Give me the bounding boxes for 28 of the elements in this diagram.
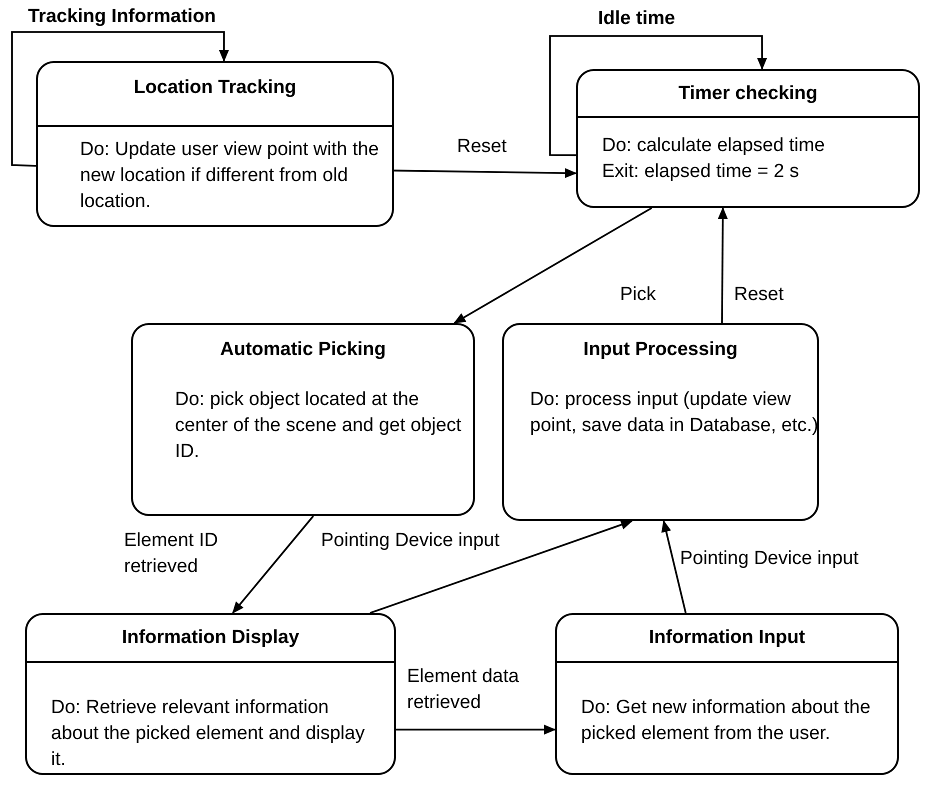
state-box	[502, 323, 819, 521]
state-name: Location Tracking	[132, 77, 298, 99]
state-name: Input Processing	[582, 339, 739, 361]
transition-arrow	[661, 520, 687, 614]
state-activity: Do: pick object located at the center of the scene and get object ID.	[175, 388, 462, 464]
transition-arrow	[370, 520, 633, 614]
transition-arrow	[454, 207, 652, 324]
state-name: Timer checking	[677, 83, 819, 105]
transition-arrow	[718, 207, 728, 323]
state-name: Information Display	[120, 627, 300, 649]
state-name: Information Input	[648, 627, 806, 649]
transition-arrow	[394, 168, 577, 178]
transition-arrow	[396, 724, 556, 735]
state-box	[576, 69, 920, 208]
state-activity: Exit: elapsed time = 2 s	[602, 160, 800, 184]
state-activity: Do: Retrieve relevant information about the picked element and display it.	[51, 696, 366, 772]
transition-arrow	[549, 35, 768, 156]
state-name: Automatic Picking	[219, 339, 387, 361]
state-activity: Do: calculate elapsed time	[602, 134, 826, 158]
transition-arrow	[232, 515, 314, 614]
state-box	[25, 613, 396, 775]
state-box	[555, 613, 899, 775]
transition-arrow	[11, 31, 229, 167]
state-box	[36, 61, 394, 227]
state-activity: Do: process input (update view point, save data in Database, etc.)	[530, 388, 820, 438]
state-activity: Do: Get new information about the picked element from the user.	[581, 696, 872, 746]
state-box	[131, 323, 475, 516]
state-activity: Do: Update user view point with the new location if different from old location.	[80, 138, 380, 214]
